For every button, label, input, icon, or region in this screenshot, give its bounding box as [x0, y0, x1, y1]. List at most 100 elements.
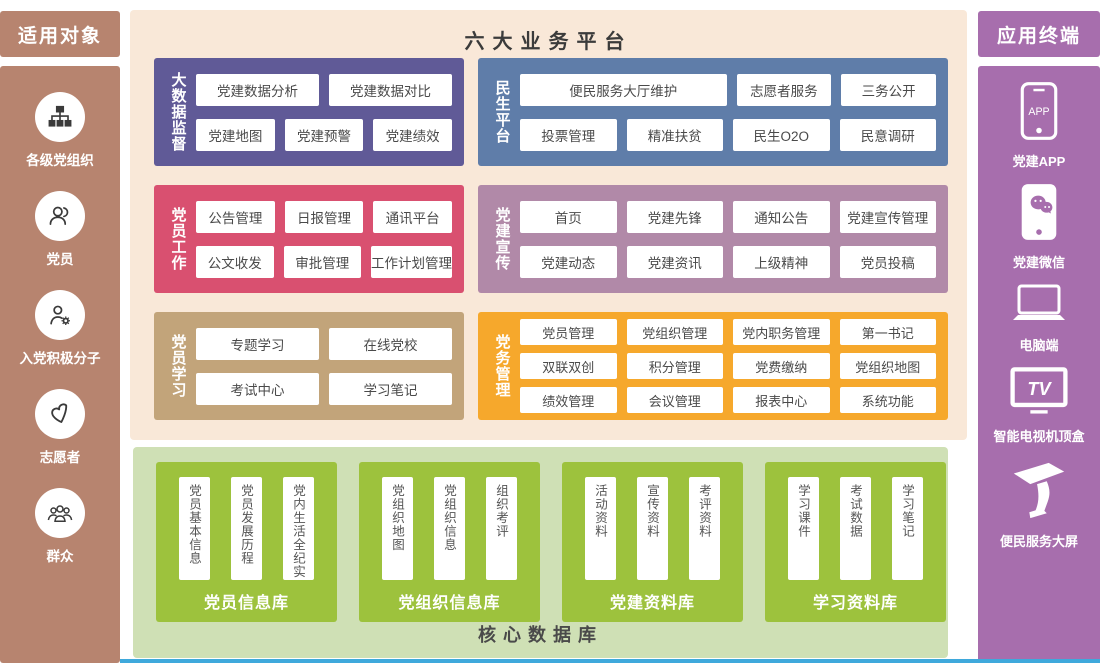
platform-member-work: 党员工作 公告管理 日报管理 通讯平台 公文收发 审批管理 工作计划管理 — [154, 185, 464, 293]
platform-big-data-supervision: 大数据监督 党建数据分析 党建数据对比 党建地图 党建预警 党建绩效 — [154, 58, 464, 166]
feature-chip: 党建宣传管理 — [839, 200, 936, 233]
database-box-party-materials: 活动资料 宣传资料 考评资料 党建资料库 — [562, 462, 743, 622]
feature-chip: 党建动态 — [520, 245, 617, 278]
db-item: 宣传资料 — [637, 477, 668, 580]
feature-chip: 学习笔记 — [329, 372, 452, 405]
platform-label: 党员学习 — [169, 334, 187, 398]
feature-chip: 党员投稿 — [839, 245, 936, 278]
terminal-label: 智能电视机顶盒 — [993, 429, 1085, 444]
feature-chip: 投票管理 — [520, 118, 617, 151]
app-phone-icon: APP — [1020, 82, 1058, 145]
feature-chip: 党建地图 — [196, 118, 275, 151]
feature-chip: 审批管理 — [283, 245, 361, 278]
feature-chip: 民生O2O — [733, 118, 830, 151]
db-item: 党组织地图 — [382, 477, 413, 580]
database-name: 党组织信息库 — [398, 595, 501, 612]
platform-label: 党建宣传 — [493, 207, 511, 271]
terminal-label: 党建APP — [1012, 154, 1066, 169]
feature-chip: 报表中心 — [733, 387, 830, 413]
platform-blocks: 大数据监督 党建数据分析 党建数据对比 党建地图 党建预警 党建绩效 民生平台 — [154, 58, 948, 420]
feature-chip: 公文收发 — [196, 245, 274, 278]
audience-label: 入党积极分子 — [19, 351, 101, 366]
feature-chip: 系统功能 — [839, 387, 936, 413]
feature-chip: 党费缴纳 — [733, 353, 830, 379]
database-box-learning-materials: 学习课件 考试数据 学习笔记 学习资料库 — [765, 462, 946, 622]
page-title: 六大业务平台 — [464, 31, 633, 53]
db-item: 考评资料 — [689, 477, 720, 580]
platform-publicity: 党建宣传 首页 党建先锋 通知公告 党建宣传管理 党建动态 党建资讯 上级精神 … — [478, 185, 948, 293]
audience-label: 各级党组织 — [26, 153, 94, 168]
feature-chip: 民意调研 — [839, 118, 936, 151]
terminal-item-tv: TV 智能电视机顶盒 — [993, 367, 1085, 445]
feature-chip: 党建预警 — [284, 118, 364, 151]
platform-label: 大数据监督 — [169, 72, 187, 152]
service-kiosk-icon — [1008, 458, 1070, 525]
feature-chip: 会议管理 — [626, 387, 723, 413]
db-item: 考试数据 — [840, 477, 871, 580]
feature-chip: 三务公开 — [841, 73, 936, 106]
audience-item-party-orgs: 各级党组织 — [26, 92, 94, 169]
audience-item-masses: 群众 — [35, 488, 85, 565]
feature-chip: 上级精神 — [733, 245, 830, 278]
db-item: 学习课件 — [788, 477, 819, 580]
audience-label: 党员 — [46, 252, 74, 267]
db-item: 党员发展历程 — [231, 477, 262, 580]
feature-chip: 考试中心 — [196, 372, 319, 405]
party-applicant-icon — [35, 290, 85, 340]
business-platforms-panel: 六大业务平台 大数据监督 党建数据分析 党建数据对比 党建地图 党建预警 党建绩… — [130, 10, 967, 440]
terminal-item-pc: 电脑端 — [1011, 284, 1067, 354]
feature-chip: 精准扶贫 — [626, 118, 723, 151]
terminal-item-wechat: 党建微信 — [1013, 183, 1065, 271]
audience-label: 群众 — [46, 549, 74, 564]
database-box-member-info: 党员基本信息 党员发展历程 党内生活全纪实 党员信息库 — [156, 462, 337, 622]
computer-icon — [1011, 284, 1067, 329]
terminals-panel: APP 党建APP 党建微信 电脑端 TV 智能电视机顶盒 — [978, 66, 1100, 663]
platform-member-learning: 党员学习 专题学习 在线党校 考试中心 学习笔记 — [154, 312, 464, 420]
db-item: 组织考评 — [486, 477, 517, 580]
wechat-phone-icon — [1020, 183, 1058, 246]
feature-chip: 在线党校 — [329, 327, 452, 360]
database-box-org-info: 党组织地图 党组织信息 组织考评 党组织信息库 — [359, 462, 540, 622]
platform-label: 党务管理 — [493, 334, 511, 398]
platform-label: 党员工作 — [169, 207, 187, 271]
smart-tv-icon: TV — [1010, 367, 1068, 420]
feature-chip: 便民服务大厅维护 — [520, 73, 727, 106]
feature-chip: 专题学习 — [196, 327, 319, 360]
feature-chip: 绩效管理 — [520, 387, 617, 413]
core-database-panel: 党员基本信息 党员发展历程 党内生活全纪实 党员信息库 党组织地图 党组织信息 … — [133, 447, 948, 658]
audience-item-party-members: 党员 — [35, 191, 85, 268]
audience-item-activists: 入党积极分子 — [20, 290, 101, 367]
feature-chip: 公告管理 — [196, 200, 275, 233]
feature-chip: 党员管理 — [520, 319, 617, 345]
audience-header: 适用对象 — [0, 11, 120, 57]
svg-text:APP: APP — [1028, 106, 1049, 118]
database-name: 党建资料库 — [609, 595, 695, 612]
db-item: 党组织信息 — [434, 477, 465, 580]
terminals-header: 应用终端 — [978, 11, 1100, 57]
feature-chip: 党组织地图 — [839, 353, 936, 379]
audience-item-volunteers: 志愿者 — [35, 389, 85, 466]
masses-icon — [35, 488, 85, 538]
feature-chip: 双联双创 — [520, 353, 617, 379]
feature-chip: 首页 — [520, 200, 617, 233]
feature-chip: 党内职务管理 — [733, 319, 830, 345]
platform-affairs-management: 党务管理 党员管理 党组织管理 党内职务管理 第一书记 双联双创 积分管理 党费… — [478, 312, 948, 420]
feature-chip: 党建资讯 — [626, 245, 723, 278]
database-name: 党员信息库 — [203, 595, 289, 612]
feature-chip: 志愿者服务 — [736, 73, 832, 106]
terminal-label: 党建微信 — [1012, 255, 1065, 270]
feature-chip: 通知公告 — [733, 200, 830, 233]
core-database-title: 核心数据库 — [478, 625, 603, 645]
terminal-label: 便民服务大屏 — [999, 534, 1078, 549]
terminal-item-kiosk: 便民服务大屏 — [1000, 458, 1078, 550]
platform-livelihood: 民生平台 便民服务大厅维护 志愿者服务 三务公开 投票管理 精准扶贫 民生O2O… — [478, 58, 948, 166]
svg-text:TV: TV — [1027, 378, 1052, 399]
feature-chip: 工作计划管理 — [371, 245, 452, 278]
feature-chip: 党建先锋 — [626, 200, 723, 233]
audience-label: 志愿者 — [39, 450, 81, 465]
terminal-label: 电脑端 — [1019, 338, 1059, 353]
platform-label: 民生平台 — [493, 80, 511, 144]
feature-chip: 第一书记 — [839, 319, 936, 345]
database-name: 学习资料库 — [812, 595, 898, 612]
members-icon — [35, 191, 85, 241]
